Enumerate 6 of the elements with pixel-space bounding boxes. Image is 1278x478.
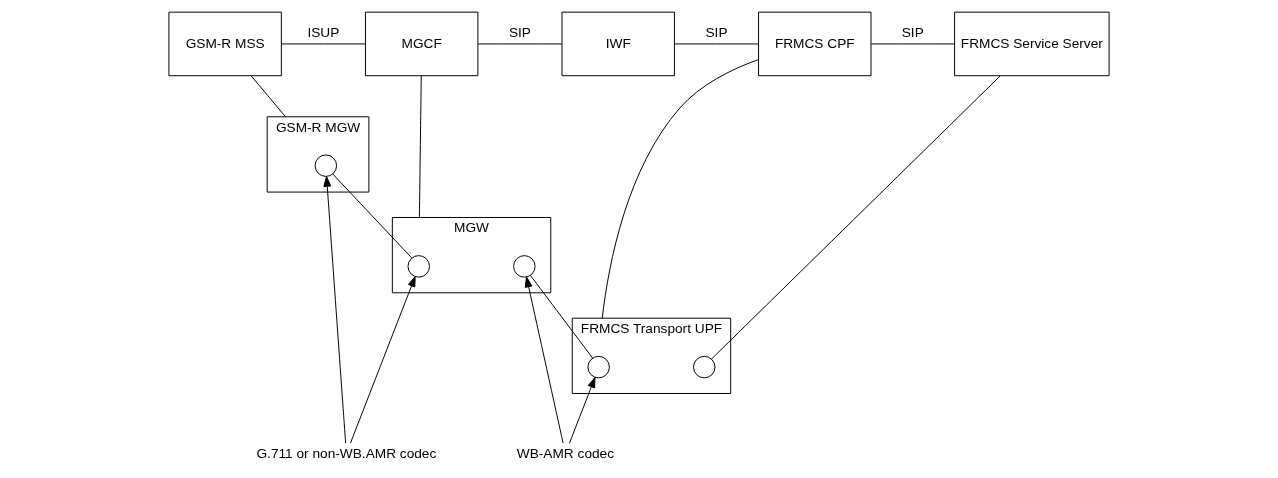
edge-label: ISUP — [307, 25, 340, 41]
edge-label: SIP — [508, 25, 531, 41]
edge-label: SIP — [901, 25, 924, 41]
node-text: G.711 or non-WB.AMR codec — [256, 446, 437, 462]
node-text: WB-AMR codec — [516, 446, 615, 462]
edge-label: SIP — [705, 25, 728, 41]
